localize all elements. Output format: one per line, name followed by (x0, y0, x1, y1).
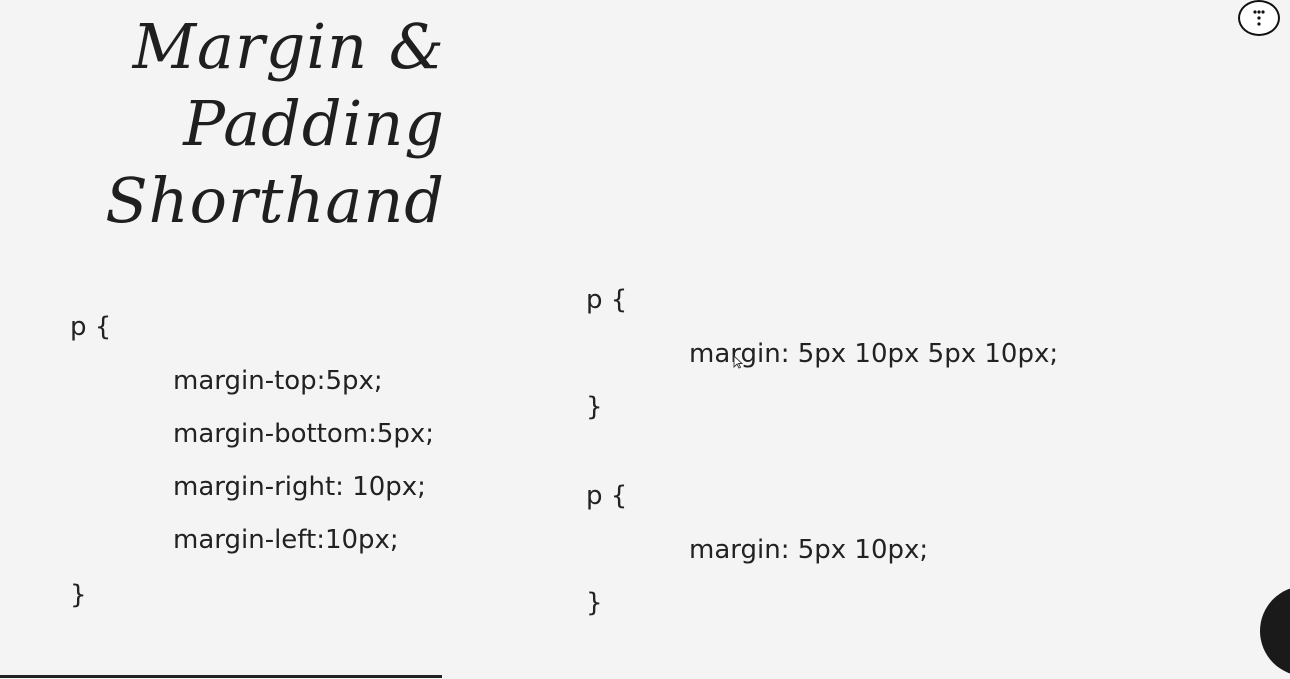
left-code-line-2: margin-bottom:5px; (173, 419, 435, 449)
right-code-2-line-1: margin: 5px 10px; (689, 535, 929, 565)
left-code-close: } (70, 580, 87, 610)
right-code-1-line-1: margin: 5px 10px 5px 10px; (689, 339, 1059, 369)
title-line-1: Margin & (132, 10, 445, 83)
left-code-line-4: margin-left:10px; (173, 525, 399, 555)
more-options-button[interactable] (1238, 0, 1280, 36)
right-code-2-open: p { (586, 481, 628, 511)
right-code-1-close: } (586, 392, 603, 422)
progress-bar[interactable] (0, 675, 1290, 679)
right-code-2-close: } (586, 588, 603, 618)
side-action-button[interactable] (1260, 586, 1290, 676)
mouse-cursor-icon (733, 355, 743, 369)
slide-title: Margin & Padding Shorthand (60, 8, 445, 239)
left-code-open: p { (70, 312, 112, 342)
title-line-2: Padding (183, 87, 445, 160)
left-code-line-3: margin-right: 10px; (173, 472, 426, 502)
left-code-line-1: margin-top:5px; (173, 366, 383, 396)
more-vertical-icon (1253, 10, 1265, 26)
right-code-1-open: p { (586, 285, 628, 315)
progress-fill (0, 675, 443, 678)
title-line-3: Shorthand (105, 164, 445, 237)
